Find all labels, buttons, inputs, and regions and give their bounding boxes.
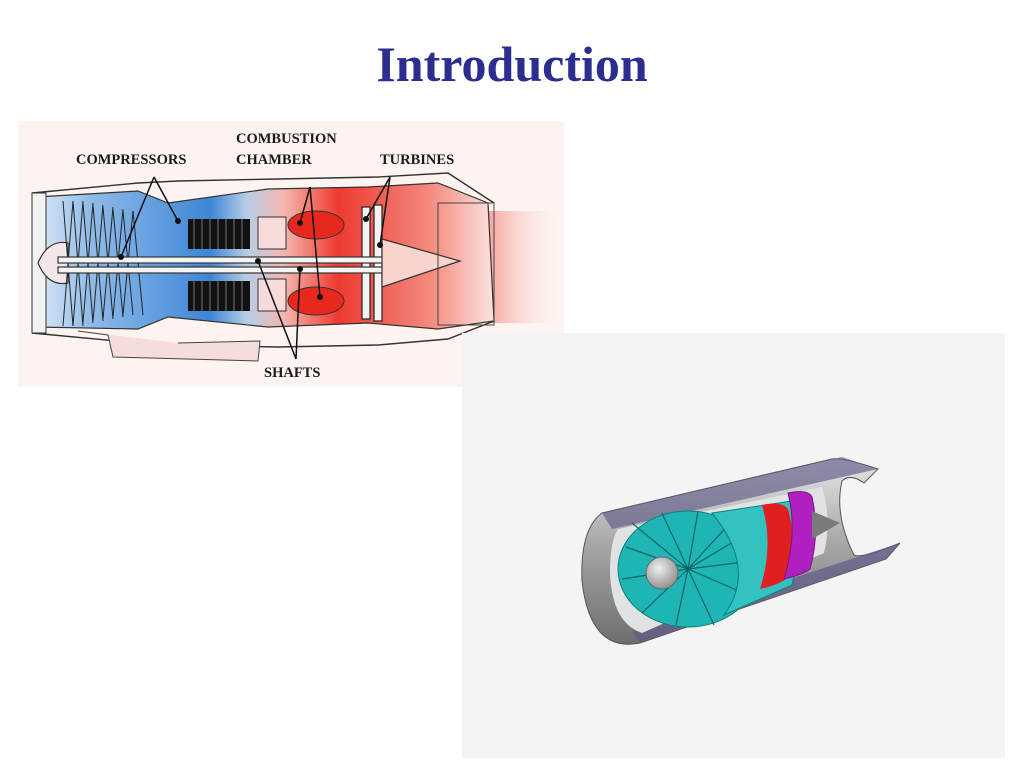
combustor-casing-top [257,216,287,250]
leader-dots [118,216,383,300]
engine-3d-render [462,333,1005,758]
label-turbines: TURBINES [380,152,454,168]
exhaust-nozzle [437,202,495,326]
engine-casing-top [31,172,495,204]
render-combustor [760,503,793,589]
combustor-casing-bottom [257,278,287,312]
render-exhaust-cone [812,511,840,539]
exhaust-cone [381,238,463,288]
hp-compressor-blades [188,219,250,311]
combustion-chamber-bottom [287,286,345,316]
render-turbine [783,491,817,580]
label-chamber: CHAMBER [236,152,312,168]
combustion-chamber-top [287,210,345,240]
accessory-gearbox [77,330,261,362]
label-shafts: SHAFTS [264,365,320,381]
label-compressors: COMPRESSORS [76,152,186,168]
render-hub [645,556,679,590]
slide-title: Introduction [376,36,648,92]
exhaust-plume [488,211,564,323]
leader-lines [120,176,391,360]
engine-cutaway-diagram: COMPRESSORS COMBUSTION CHAMBER TURBINES … [18,121,564,387]
render-casing-rim [602,457,878,529]
label-combustion: COMBUSTION [236,131,337,147]
hp-compressor-lines [193,219,243,311]
